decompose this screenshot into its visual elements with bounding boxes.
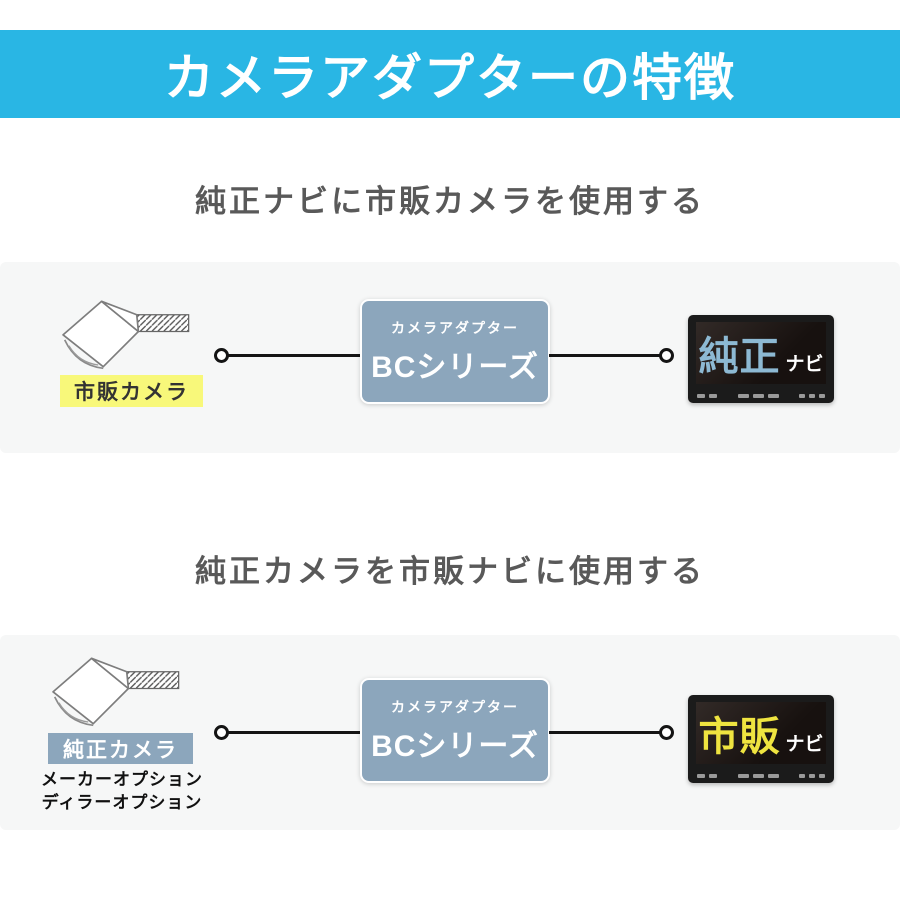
connector-node-icon <box>659 725 674 740</box>
navi-screen: 市販 ナビ <box>696 702 826 764</box>
camera-illustration <box>52 657 180 727</box>
adapter-box: カメラアダプター BCシリーズ <box>360 299 550 404</box>
header-band: カメラアダプターの特徴 <box>0 30 900 118</box>
adapter-subtitle: カメラアダプター <box>391 698 519 715</box>
monitor-buttons <box>697 393 825 398</box>
section-1-heading: 純正ナビに市販カメラを使用する <box>195 184 705 219</box>
monitor-button <box>709 393 717 398</box>
monitor-button <box>737 773 749 778</box>
connector-wire <box>549 354 662 357</box>
monitor-button <box>767 773 779 778</box>
monitor-button <box>709 773 717 778</box>
monitor-button <box>697 393 705 398</box>
camera-notes: メーカーオプション ディラーオプション <box>28 768 216 814</box>
monitor-button <box>809 393 815 398</box>
navi-sub-label: ナビ <box>785 734 824 755</box>
camera-label: 純正カメラ <box>48 733 193 764</box>
monitor-button <box>697 773 705 778</box>
monitor-button <box>767 393 779 398</box>
camera-illustration <box>62 300 190 370</box>
monitor-button <box>752 393 764 398</box>
navi-monitor: 純正 ナビ <box>688 315 834 403</box>
connector-wire <box>549 731 662 734</box>
navi-main-label: 市販 <box>698 715 781 759</box>
adapter-title: BCシリーズ <box>371 729 539 763</box>
monitor-button <box>752 773 764 778</box>
connector-node-icon <box>659 348 674 363</box>
monitor-button <box>737 393 749 398</box>
adapter-title: BCシリーズ <box>371 350 539 384</box>
navi-text: 純正 ナビ <box>698 324 823 382</box>
section-1-diagram: 市販カメラ カメラアダプター BCシリーズ 純正 ナビ <box>0 262 900 453</box>
connector-wire <box>227 731 361 734</box>
monitor-button <box>799 393 805 398</box>
section-2-diagram: 純正カメラ メーカーオプション ディラーオプション カメラアダプター BCシリー… <box>0 635 900 830</box>
monitor-button <box>799 773 805 778</box>
camera-note: ディラーオプション <box>41 793 203 812</box>
monitor-button <box>819 393 825 398</box>
section-2-heading: 純正カメラを市販ナビに使用する <box>195 554 705 589</box>
camera-label: 市販カメラ <box>60 375 203 407</box>
navi-sub-label: ナビ <box>785 354 824 375</box>
adapter-subtitle: カメラアダプター <box>391 319 519 336</box>
adapter-box: カメラアダプター BCシリーズ <box>360 678 550 783</box>
navi-screen: 純正 ナビ <box>696 322 826 384</box>
navi-text: 市販 ナビ <box>698 704 823 762</box>
monitor-button <box>809 773 815 778</box>
navi-main-label: 純正 <box>698 335 781 379</box>
camera-note: メーカーオプション <box>41 770 203 789</box>
monitor-button <box>819 773 825 778</box>
page-title: カメラアダプターの特徴 <box>164 50 736 106</box>
monitor-buttons <box>697 773 825 778</box>
navi-monitor: 市販 ナビ <box>688 695 834 783</box>
connector-wire <box>227 354 361 357</box>
